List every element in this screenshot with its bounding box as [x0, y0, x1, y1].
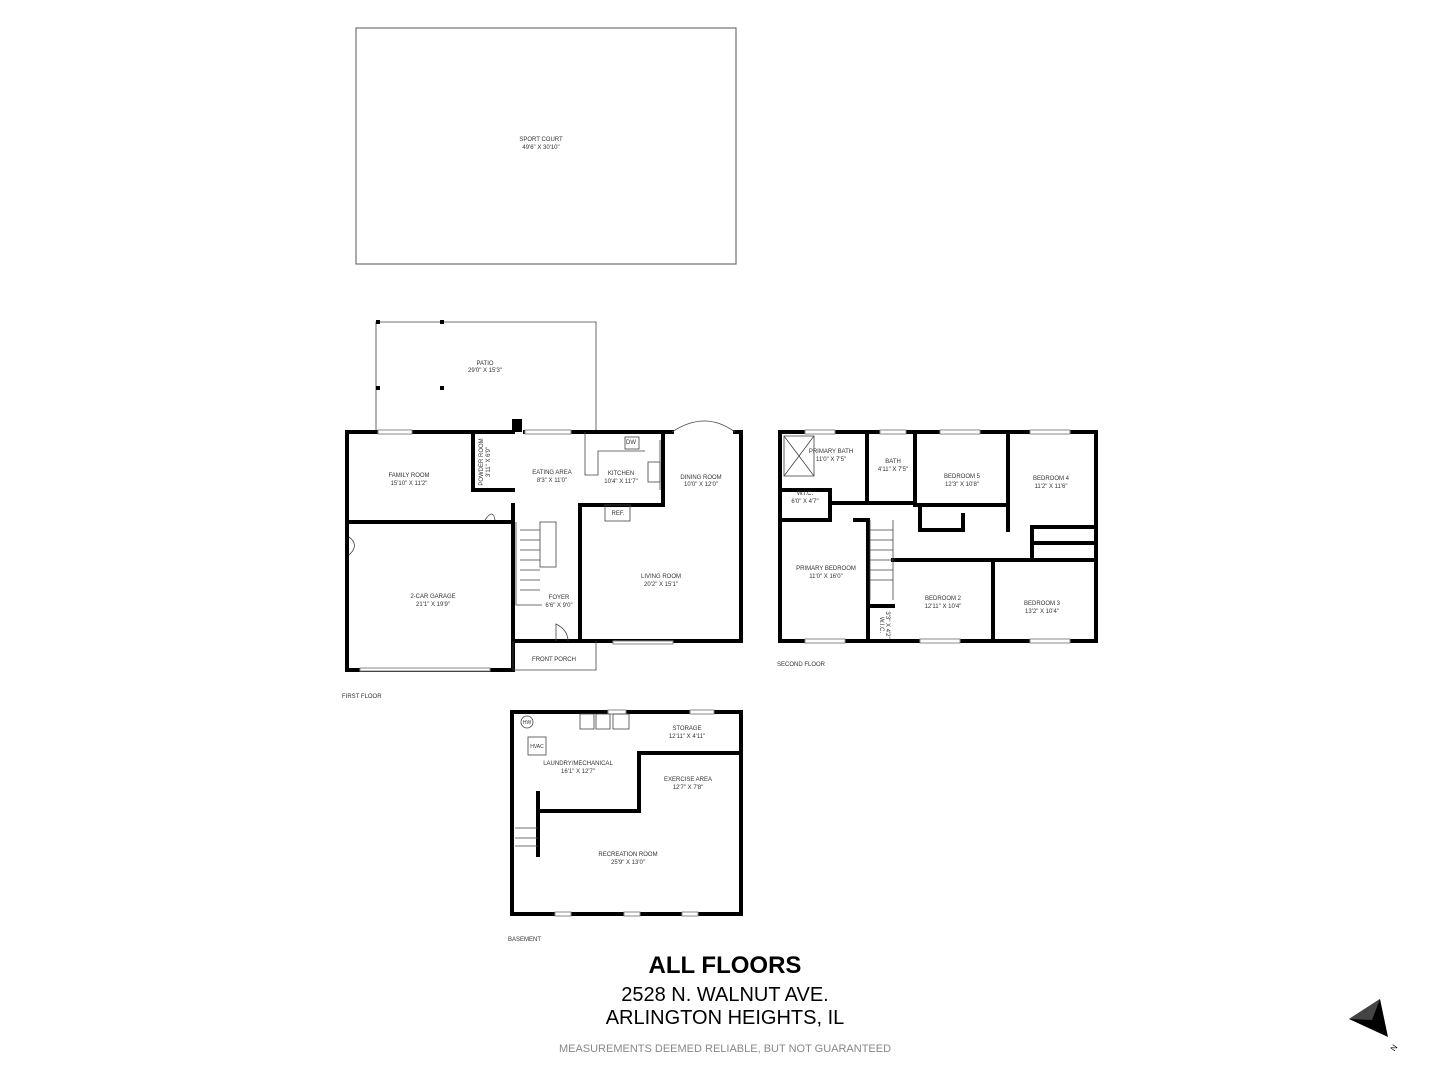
svg-text:SECOND FLOOR: SECOND FLOOR: [777, 662, 826, 668]
svg-text:BEDROOM 2: BEDROOM 2: [925, 596, 962, 602]
svg-text:BASEMENT: BASEMENT: [508, 937, 541, 943]
svg-text:KITCHEN: KITCHEN: [608, 471, 634, 477]
svg-text:POWDER ROOM: POWDER ROOM: [479, 438, 485, 485]
svg-text:N: N: [1389, 1043, 1400, 1053]
svg-text:11'0" X 16'0": 11'0" X 16'0": [809, 574, 842, 580]
svg-text:11'2" X 11'6": 11'2" X 11'6": [1034, 484, 1067, 490]
first-floor: DW REF. FAMILY ROOM 15'10" X 11'2" POWDE…: [342, 419, 743, 700]
patio: PATIO 29'0" X 15'3": [375, 320, 597, 432]
svg-text:FAMILY ROOM: FAMILY ROOM: [388, 473, 429, 479]
svg-text:2-CAR GARAGE: 2-CAR GARAGE: [410, 594, 455, 600]
svg-text:LAUNDRY/MECHANICAL: LAUNDRY/MECHANICAL: [543, 761, 613, 767]
svg-text:PRIMARY BEDROOM: PRIMARY BEDROOM: [796, 566, 856, 572]
svg-text:BEDROOM 3: BEDROOM 3: [1024, 601, 1061, 607]
svg-text:LIVING ROOM: LIVING ROOM: [641, 574, 681, 580]
svg-text:EATING AREA: EATING AREA: [532, 470, 572, 476]
svg-text:12'11" X 10'4": 12'11" X 10'4": [925, 604, 962, 610]
sport-court: SPORT COURT 49'6" X 30'10": [355, 27, 737, 265]
svg-text:3'11" X 6'9": 3'11" X 6'9": [486, 447, 492, 477]
second-floor: PRIMARY BATH 11'0" X 7'5" BATH 4'11" X 7…: [777, 429, 1098, 668]
north-arrow-icon: N: [1349, 999, 1400, 1053]
address-line-2: ARLINGTON HEIGHTS, IL: [605, 1007, 845, 1029]
svg-text:6'0" X 4'7": 6'0" X 4'7": [791, 499, 818, 505]
svg-text:25'9" X 13'0": 25'9" X 13'0": [611, 860, 645, 866]
svg-text:21'1" X 19'9": 21'1" X 19'9": [416, 602, 450, 608]
svg-text:FOYER: FOYER: [549, 595, 570, 601]
svg-text:10'4" X 11'7": 10'4" X 11'7": [604, 479, 637, 485]
svg-text:PRIMARY BATH: PRIMARY BATH: [809, 449, 853, 455]
svg-text:STORAGE: STORAGE: [672, 726, 701, 732]
svg-text:20'2" X 15'1": 20'2" X 15'1": [644, 582, 678, 588]
svg-text:DW: DW: [626, 440, 636, 446]
svg-text:13'2" X 10'4": 13'2" X 10'4": [1025, 609, 1059, 615]
svg-text:12'7" X 7'8": 12'7" X 7'8": [673, 785, 704, 791]
svg-text:11'0" X 7'5": 11'0" X 7'5": [816, 457, 846, 463]
svg-text:8'3" X 11'0": 8'3" X 11'0": [537, 478, 567, 484]
svg-text:PATIO: PATIO: [476, 361, 493, 367]
address-line-1: 2528 N. WALNUT AVE.: [621, 984, 829, 1006]
svg-text:FRONT PORCH: FRONT PORCH: [532, 657, 576, 663]
svg-text:REF.: REF.: [611, 511, 624, 517]
svg-text:15'10" X 11'2": 15'10" X 11'2": [391, 481, 428, 487]
svg-text:FIRST FLOOR: FIRST FLOOR: [342, 694, 382, 700]
svg-text:16'1" X 12'7": 16'1" X 12'7": [561, 769, 595, 775]
svg-text:12'3" X 10'8": 12'3" X 10'8": [945, 482, 979, 488]
basement: HW HVAC STORAGE 12'11" X 4'11" LAUNDRY/M…: [508, 709, 743, 943]
svg-text:DINING ROOM: DINING ROOM: [680, 475, 721, 481]
svg-text:W.I.C.: W.I.C.: [878, 617, 884, 634]
svg-text:BEDROOM 5: BEDROOM 5: [944, 474, 981, 480]
svg-text:EXERCISE AREA: EXERCISE AREA: [664, 777, 712, 783]
svg-text:29'0" X 15'3": 29'0" X 15'3": [468, 368, 502, 374]
svg-text:6'6" X 9'0": 6'6" X 9'0": [545, 603, 572, 609]
svg-text:BATH: BATH: [885, 459, 901, 465]
svg-text:RECREATION ROOM: RECREATION ROOM: [598, 852, 657, 858]
svg-text:10'0" X 12'0": 10'0" X 12'0": [684, 482, 718, 488]
svg-text:W.I.C.: W.I.C.: [797, 491, 814, 497]
svg-text:49'6" X 30'10": 49'6" X 30'10": [522, 145, 559, 151]
svg-text:BEDROOM 4: BEDROOM 4: [1033, 476, 1070, 482]
svg-text:12'11" X 4'11": 12'11" X 4'11": [669, 734, 705, 740]
plan-title: ALL FLOORS: [648, 952, 802, 979]
svg-text:3'3" X 4'2": 3'3" X 4'2": [884, 611, 890, 638]
svg-text:HVAC: HVAC: [530, 744, 544, 750]
svg-text:HW: HW: [523, 720, 532, 726]
disclaimer: MEASUREMENTS DEEMED RELIABLE, BUT NOT GU…: [558, 1043, 892, 1055]
svg-text:SPORT COURT: SPORT COURT: [519, 137, 563, 143]
svg-text:4'11" X 7'5": 4'11" X 7'5": [878, 467, 908, 473]
